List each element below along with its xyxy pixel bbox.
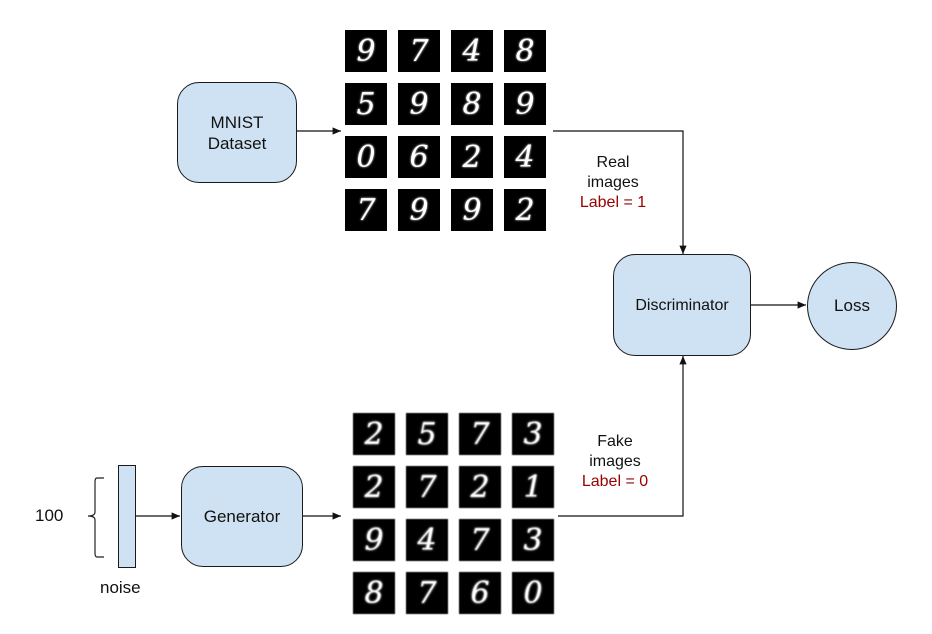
real-digit-image: 9: [398, 189, 440, 231]
fake-digit-image: 3: [512, 413, 554, 455]
mnist-label-line2: Dataset: [207, 133, 267, 153]
fake-digit-image: 7: [406, 572, 448, 614]
fake-digit-image: 7: [459, 519, 501, 561]
fake-digit-image: 2: [353, 413, 395, 455]
discriminator-node: Discriminator: [613, 254, 751, 356]
real-label-value: Label = 1: [579, 194, 647, 211]
noise-label: noise: [100, 578, 141, 597]
real-digit-image: 2: [504, 189, 546, 231]
real-digit-image: 9: [345, 30, 387, 72]
fake-digit-image: 7: [406, 466, 448, 508]
real-digit-image: 4: [504, 136, 546, 178]
real-digit-image: 4: [451, 30, 493, 72]
fake-digit-image: 3: [512, 519, 554, 561]
brace-icon: [87, 477, 104, 558]
noise-dimension-label: 100: [35, 506, 64, 525]
fake-images-label: Fake images Label = 0: [570, 432, 660, 492]
real-digit-image: 7: [398, 30, 440, 72]
fake-digit-image: 4: [406, 519, 448, 561]
real-digit-image: 9: [451, 189, 493, 231]
fake-digit-image: 1: [512, 466, 554, 508]
real-digit-image: 0: [345, 136, 387, 178]
real-digit-image: 9: [398, 83, 440, 125]
loss-node: Loss: [807, 262, 897, 350]
real-label-line2: images: [587, 174, 639, 191]
real-digit-image: 8: [451, 83, 493, 125]
fake-label-line2: images: [589, 453, 641, 470]
fake-digit-image: 2: [353, 466, 395, 508]
generator-label: Generator: [203, 507, 281, 526]
mnist-label-line1: MNIST: [210, 112, 264, 132]
generator-node: Generator: [181, 466, 303, 567]
arrow-real-to-discriminator: [553, 130, 687, 254]
fake-digit-image: 5: [406, 413, 448, 455]
real-digit-image: 5: [345, 83, 387, 125]
fake-label-line1: Fake: [597, 433, 633, 450]
real-digit-image: 7: [345, 189, 387, 231]
fake-digit-image: 6: [459, 572, 501, 614]
real-digit-image: 8: [504, 30, 546, 72]
real-digit-image: 6: [398, 136, 440, 178]
fake-digit-image: 0: [512, 572, 554, 614]
loss-label: Loss: [834, 296, 870, 315]
real-images-label: Real images Label = 1: [568, 153, 658, 213]
fake-label-value: Label = 0: [581, 473, 649, 490]
fake-digit-image: 7: [459, 413, 501, 455]
discriminator-label: Discriminator: [635, 296, 729, 314]
fake-digit-image: 2: [459, 466, 501, 508]
fake-digit-image: 9: [353, 519, 395, 561]
arrow-fake-to-discriminator: [558, 356, 687, 517]
mnist-dataset-node: MNIST Dataset: [177, 82, 297, 183]
real-digit-image: 9: [504, 83, 546, 125]
real-label-line1: Real: [596, 154, 630, 171]
real-digit-image: 2: [451, 136, 493, 178]
fake-digit-image: 8: [353, 572, 395, 614]
noise-vector: [118, 465, 136, 568]
